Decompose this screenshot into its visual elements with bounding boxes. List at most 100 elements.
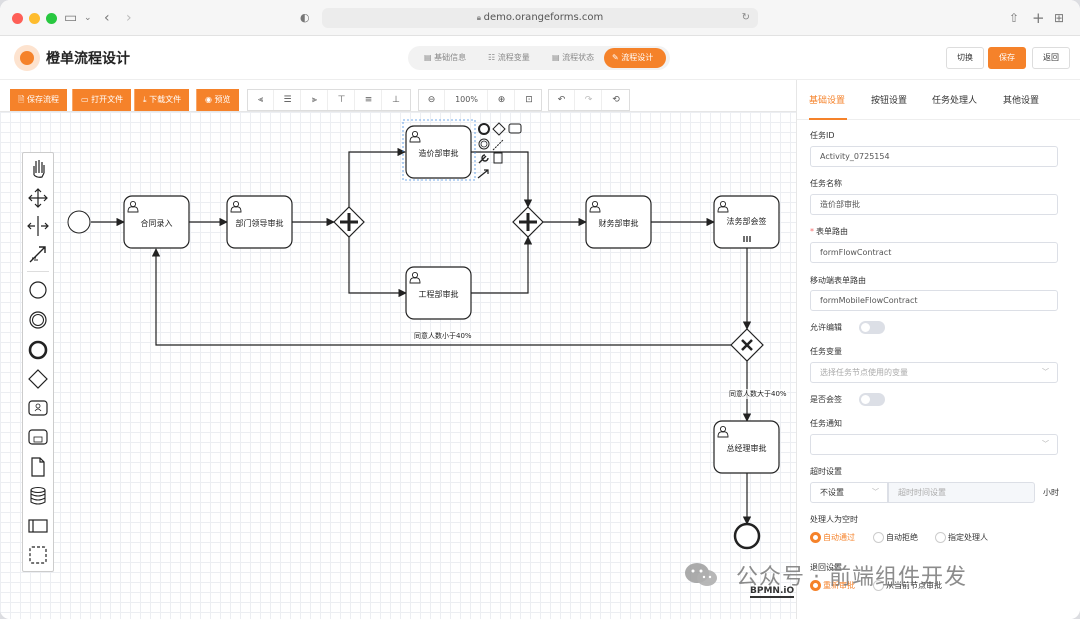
append-end-event-icon[interactable] — [478, 123, 490, 135]
start-event-icon[interactable] — [23, 277, 53, 303]
data-store-icon[interactable] — [23, 483, 53, 509]
task-finance-approval[interactable]: 财务部审批 — [585, 195, 652, 249]
connect-dashed-icon[interactable] — [492, 139, 504, 151]
space-tool-icon[interactable] — [23, 213, 53, 239]
timeout-select[interactable]: 不设置﹀ — [810, 482, 888, 503]
radio-auto-reject[interactable]: 自动拒绝 — [873, 532, 918, 543]
start-event[interactable] — [67, 210, 91, 234]
task-dept-approval[interactable]: 部门领导审批 — [226, 195, 293, 249]
save-button[interactable]: 保存 — [988, 47, 1026, 69]
tab-process-variables[interactable]: ☷ 流程变量 — [488, 53, 530, 62]
tab-process-design[interactable]: ✎ 流程设计 — [604, 48, 666, 68]
open-file-button[interactable]: ▭ 打开文件 — [72, 89, 132, 111]
forward-arrow-icon[interactable]: › — [126, 10, 132, 26]
download-file-button[interactable]: ⤓ 下载文件 — [134, 89, 190, 111]
allow-edit-switch[interactable] — [859, 321, 885, 334]
tab-other-settings[interactable]: 其他设置 — [1003, 96, 1040, 106]
trash-icon[interactable] — [493, 152, 503, 164]
radio-assign-handler[interactable]: 指定处理人 — [935, 532, 988, 543]
privacy-shield-icon[interactable]: ◐ — [300, 11, 310, 24]
pool-participant-icon[interactable] — [23, 513, 53, 539]
address-bar[interactable]: 🔒︎ demo.orangeforms.com ↻ — [322, 8, 758, 28]
connect-arrow-icon[interactable] — [477, 169, 489, 179]
back-button[interactable]: 返回 — [1032, 47, 1070, 69]
back-arrow-icon[interactable]: ‹ — [104, 10, 110, 26]
mobile-route-input[interactable]: formMobileFlowContract — [810, 290, 1058, 311]
group-icon[interactable] — [23, 542, 53, 568]
diagram-canvas[interactable]: 合同录入部门领导审批 造价部审批工程部审批 财务部审批 法务部会签总经理审批 同意人数… — [0, 112, 796, 619]
bpmn-io-logo[interactable]: BPMN.iO — [750, 586, 795, 598]
task-vars-select[interactable]: 选择任务节点使用的变量﹀ — [810, 362, 1058, 383]
flow-engineering-to-join[interactable] — [471, 236, 533, 294]
chevron-down-icon[interactable]: ⌄ — [84, 13, 92, 23]
align-middle-icon[interactable]: ≡ — [356, 90, 382, 110]
switch-button[interactable]: 切换 — [946, 47, 984, 69]
zoom-window-button[interactable] — [46, 13, 57, 24]
tab-overview-icon[interactable]: ⊞ — [1054, 11, 1065, 25]
task-cost-approval[interactable]: 造价部审批 — [405, 125, 472, 179]
align-right-icon[interactable]: ⫸ — [302, 90, 328, 110]
timeout-input[interactable]: 超时时间设置 — [888, 482, 1035, 503]
append-task-icon[interactable] — [508, 123, 522, 134]
wrench-icon[interactable] — [478, 154, 489, 164]
append-gateway-icon[interactable] — [492, 122, 506, 136]
task-contract-entry[interactable]: 合同录入 — [123, 195, 190, 249]
intermediate-event-icon[interactable] — [23, 307, 53, 333]
task-gm-approval[interactable]: 总经理审批 — [713, 420, 780, 474]
radio-from-current[interactable]: 从当前节点审批 — [873, 580, 942, 591]
reload-icon[interactable]: ↻ — [741, 12, 750, 23]
exclusive-gateway[interactable] — [730, 328, 764, 362]
align-top-icon[interactable]: ⊤ — [329, 90, 355, 110]
tab-basic-info[interactable]: ▤ 基础信息 — [424, 53, 467, 62]
notify-select[interactable]: ﹀ — [810, 434, 1058, 455]
tab-basic-settings[interactable]: 基础设置 — [809, 96, 846, 106]
end-event[interactable] — [733, 522, 761, 550]
undo-icon[interactable]: ↶ — [549, 90, 575, 110]
align-bottom-icon[interactable]: ⊥ — [392, 95, 400, 105]
reset-icon[interactable]: ⟲ — [612, 95, 620, 105]
zoom-out-icon[interactable]: ⊖ — [419, 90, 445, 110]
task-id-input[interactable]: Activity_0725154 — [810, 146, 1058, 167]
save-process-button[interactable]: 🗎︎ 保存流程 — [10, 89, 67, 111]
tab-button-settings[interactable]: 按钮设置 — [871, 96, 908, 106]
tab-task-handler[interactable]: 任务处理人 — [932, 96, 978, 106]
radio-reapprove[interactable]: 重新审批 — [810, 580, 855, 591]
flow-split-to-cost[interactable] — [348, 147, 406, 207]
global-connect-tool-icon[interactable] — [23, 241, 53, 267]
form-route-input[interactable]: formFlowContract — [810, 242, 1058, 263]
parallel-split-gateway[interactable] — [333, 206, 365, 238]
zoom-in-icon[interactable]: ⊕ — [489, 90, 515, 110]
end-event-icon[interactable] — [23, 337, 53, 363]
countersign-switch[interactable] — [859, 393, 885, 406]
share-icon[interactable]: ⇧ — [1009, 11, 1020, 25]
new-tab-icon[interactable]: + — [1032, 9, 1045, 27]
subprocess-icon[interactable] — [23, 424, 53, 450]
preview-button[interactable]: ◉ 预览 — [196, 89, 239, 111]
sidebar-toggle-icon[interactable]: ▭ — [64, 10, 78, 26]
minimize-window-button[interactable] — [29, 13, 40, 24]
flow-split-to-engineering[interactable] — [348, 237, 407, 298]
redo-icon[interactable]: ↷ — [576, 90, 602, 110]
close-window-button[interactable] — [12, 13, 23, 24]
align-left-icon[interactable]: ⫷ — [248, 90, 274, 110]
align-center-icon[interactable]: ☰ — [275, 90, 301, 110]
data-object-icon[interactable] — [23, 454, 53, 480]
task-legal-countersign[interactable]: 法务部会签 — [713, 195, 780, 249]
flow-cost-to-join[interactable] — [471, 151, 533, 208]
radio-auto-pass[interactable]: 自动通过 — [810, 532, 855, 543]
user-task-icon[interactable] — [23, 395, 53, 421]
user-icon — [127, 200, 139, 213]
task-name-input[interactable]: 造价部审批 — [810, 194, 1058, 215]
gateway-icon[interactable] — [23, 366, 53, 392]
flow-xor-to-contract[interactable] — [151, 248, 732, 346]
flow-label-less-40[interactable]: 同意人数小于40% — [414, 331, 472, 341]
lasso-tool-icon[interactable] — [23, 185, 53, 211]
task-engineering-approval[interactable]: 工程部审批 — [405, 266, 472, 320]
hand-tool-icon[interactable] — [23, 155, 53, 181]
tab-process-status[interactable]: ▤ 流程状态 — [552, 53, 595, 62]
parallel-join-gateway[interactable] — [512, 206, 544, 238]
fit-viewport-icon[interactable]: ⊡ — [525, 95, 533, 105]
flow-label-more-40[interactable]: 同意人数大于40% — [729, 389, 787, 399]
task-name-label: 任务名称 — [810, 179, 842, 188]
append-intermediate-event-icon[interactable] — [478, 138, 490, 150]
